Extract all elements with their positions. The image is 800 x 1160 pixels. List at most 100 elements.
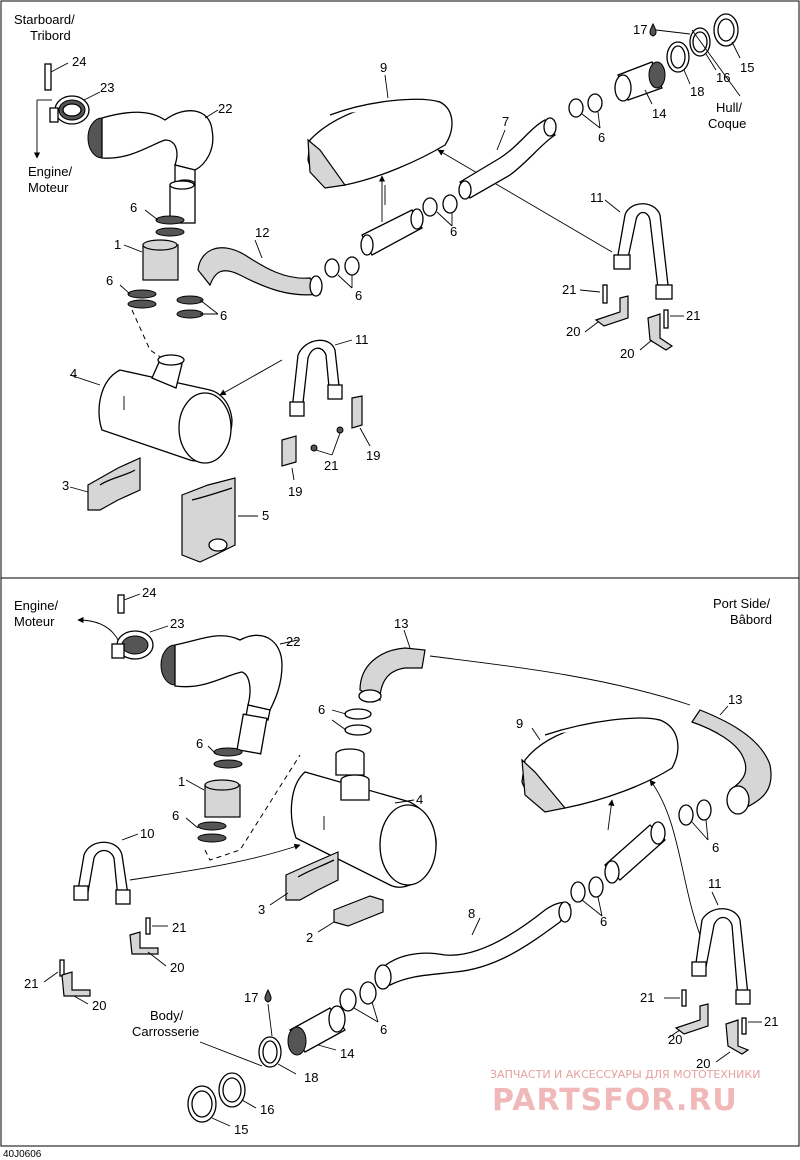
hose-13-connector-curve [429, 655, 691, 706]
clamp-set-6-l [339, 981, 379, 1023]
part-number: 15 [234, 1122, 248, 1137]
part-number: 10 [140, 826, 154, 841]
watermark-logo: PARTSFOR.RU [492, 1083, 738, 1118]
mount-20-21-top-a [579, 284, 629, 333]
part-number: 20 [620, 346, 634, 361]
arrow-strap-10-to-muffler [129, 843, 301, 881]
body-label-line1: Body/ [150, 1008, 184, 1023]
strap-11-top-right [604, 199, 673, 300]
part-number: 22 [286, 634, 300, 649]
washer-16-top [689, 27, 717, 71]
clamp-set-6-g [207, 745, 243, 769]
nut-15-top [713, 13, 741, 59]
strap-11-bottom-right [691, 891, 751, 1005]
part-number: 16 [260, 1102, 274, 1117]
part-number: 8 [468, 906, 475, 921]
mount-19-21-top-a [281, 435, 318, 481]
part-number: 6 [196, 736, 203, 751]
part-number: 21 [686, 308, 700, 323]
part-number: 18 [690, 84, 704, 99]
part-number: 21 [24, 976, 38, 991]
part-number: 21 [764, 1014, 778, 1029]
support-bracket-3-bottom [269, 851, 339, 906]
body-reference-line [199, 1041, 263, 1067]
clamp-set-6-f [568, 93, 603, 129]
part-number: 20 [92, 998, 106, 1013]
part-number: 24 [142, 585, 156, 600]
part-number: 15 [740, 60, 754, 75]
watermark-caption: ЗАПЧАСТИ И АКСЕССУАРЫ ДЛЯ МОТОТЕХНИКИ [490, 1068, 760, 1081]
hull-outlet-14 [614, 61, 666, 105]
part-number: 14 [652, 106, 666, 121]
port-side-label-line2: Bâbord [730, 612, 772, 627]
gasket-18-top [666, 41, 691, 85]
exhaust-pipe-12 [197, 239, 323, 297]
starboard-label-line1: Starboard/ [14, 12, 75, 27]
bolt-24-bottom [117, 593, 141, 614]
part-number: 6 [220, 308, 227, 323]
hull-label-line1: Hull/ [716, 100, 742, 115]
bolt-24 [44, 62, 69, 91]
mount-20-21-top-b [639, 309, 684, 351]
strap-11-top-center [289, 339, 353, 417]
coupler-hose-1-bottom [185, 779, 241, 818]
part-number: 17 [244, 990, 258, 1005]
part-number: 13 [728, 692, 742, 707]
clamp-set-6-d [324, 256, 360, 289]
part-number: 11 [355, 332, 369, 347]
mount-20-21-bottom-d [715, 1017, 762, 1063]
support-bracket-5 [181, 477, 258, 563]
mount-20-21-bottom-b [43, 959, 91, 1005]
support-bracket-3-top [69, 457, 141, 511]
arrow-to-muffler-top [219, 359, 283, 396]
body-label-line2: Carrosserie [132, 1024, 199, 1039]
nut-15-bottom [187, 1085, 231, 1127]
part-number: 21 [172, 920, 186, 935]
part-number: 17 [633, 22, 647, 37]
part-number: 14 [340, 1046, 354, 1061]
part-number: 19 [288, 484, 302, 499]
part-number: 6 [106, 273, 113, 288]
sealant-17-top [649, 22, 691, 37]
strap-10 [73, 833, 139, 905]
exhaust-elbow-22 [87, 109, 219, 189]
resonator-9-bottom [521, 717, 679, 813]
part-number: 6 [318, 702, 325, 717]
part-number: 20 [696, 1056, 710, 1071]
clamp-set-6-c [176, 295, 219, 319]
guide-line-top-1 [131, 309, 166, 361]
hose-13-upper [358, 629, 426, 703]
mount-19-21-top-b [315, 395, 371, 456]
part-number: 9 [516, 716, 523, 731]
part-number: 23 [100, 80, 114, 95]
part-number: 6 [380, 1022, 387, 1037]
arrow-to-engine-bottom [77, 616, 119, 641]
exhaust-tube-lower-bottom [236, 713, 268, 755]
part-number: 21 [562, 282, 576, 297]
exhaust-elbow-22-bottom [160, 634, 299, 721]
engine-connector-23 [33, 91, 101, 159]
clamp-set-6-b [119, 284, 157, 309]
hull-label-line2: Coque [708, 116, 746, 131]
part-number: 6 [172, 808, 179, 823]
part-number: 6 [712, 840, 719, 855]
mount-20-21-bottom-c [664, 989, 709, 1039]
part-number: 11 [708, 876, 722, 891]
sealant-17-bottom [264, 988, 273, 1037]
part-number: 11 [590, 190, 604, 205]
engine-label-bottom-line2: Moteur [14, 614, 55, 629]
part-number: 7 [502, 114, 509, 129]
clamp-set-6-h [185, 817, 227, 843]
perforated-tube-top [360, 208, 424, 256]
block-2 [317, 895, 384, 933]
part-number: 24 [72, 54, 86, 69]
part-number: 22 [218, 101, 232, 116]
part-number: 3 [62, 478, 69, 493]
perforated-tube-bottom [604, 821, 666, 884]
part-number: 4 [70, 366, 77, 381]
exhaust-pipe-8 [374, 901, 572, 990]
part-number: 23 [170, 616, 184, 631]
part-number: 20 [668, 1032, 682, 1047]
